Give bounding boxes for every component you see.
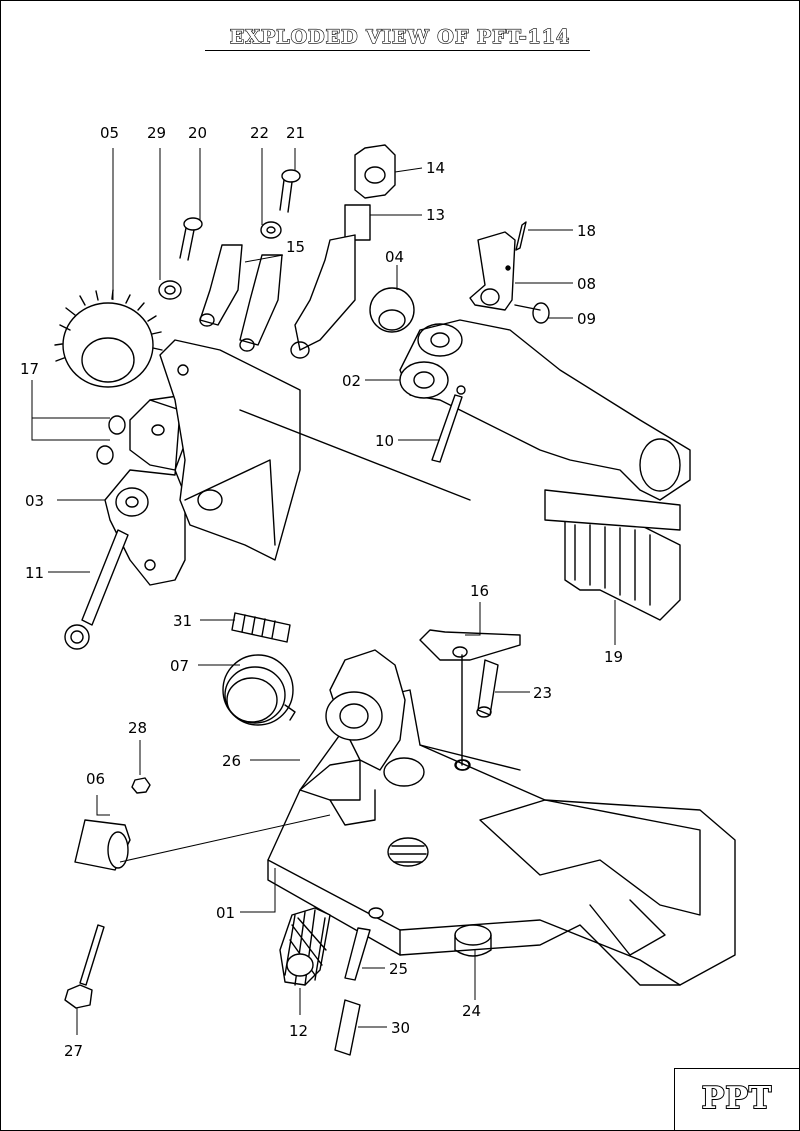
part-28-nut: [131, 777, 151, 794]
part-25-set-screw: [344, 907, 384, 981]
label-16: 16: [470, 582, 489, 600]
label-27: 27: [64, 1042, 83, 1060]
label-19: 19: [604, 648, 623, 666]
label-17: 17: [20, 360, 39, 378]
logo-box: PPT: [674, 1068, 799, 1130]
label-14: 14: [426, 159, 445, 177]
label-13: 13: [426, 206, 445, 224]
label-24: 24: [462, 1002, 481, 1020]
part-10-pin: [431, 385, 466, 463]
label-03: 03: [25, 492, 44, 510]
label-05: 05: [100, 124, 119, 142]
label-11: 11: [25, 564, 44, 582]
part-29-washer: [158, 280, 182, 300]
part-15-pins: [199, 244, 283, 352]
label-01: 01: [216, 904, 235, 922]
label-12: 12: [289, 1022, 308, 1040]
company-logo: PPT: [701, 1080, 773, 1117]
label-23: 23: [533, 684, 552, 702]
label-06: 06: [86, 770, 105, 788]
label-20: 20: [188, 124, 207, 142]
part-07-torsion-spring: [222, 654, 296, 726]
part-11-bolt: [64, 529, 129, 650]
part-09-spring: [514, 302, 550, 324]
part-13-shaft: [290, 204, 371, 359]
part-18-pin: [515, 221, 527, 251]
part-20-screw: [179, 217, 203, 261]
part-12-knurled-knob: [279, 907, 331, 986]
diagram-title: EXPLODED VIEW OF PFT-114: [229, 25, 571, 48]
label-09: 09: [577, 310, 596, 328]
label-18: 18: [577, 222, 596, 240]
label-04: 04: [385, 248, 404, 266]
label-10: 10: [375, 432, 394, 450]
label-21: 21: [286, 124, 305, 142]
part-24-plug: [454, 924, 492, 957]
part-30-spring: [334, 999, 361, 1056]
label-02: 02: [342, 372, 361, 390]
part-02-lever-arm: [399, 319, 691, 531]
label-22: 22: [250, 124, 269, 142]
leader-lines: [31, 148, 616, 1035]
label-15: 15: [286, 238, 305, 256]
label-30: 30: [391, 1019, 410, 1037]
part-22-washer: [260, 221, 282, 239]
part-23-pin: [476, 659, 499, 718]
part-drawings: [54, 144, 736, 1056]
label-25: 25: [389, 960, 408, 978]
part-14-sleeve: [354, 144, 396, 199]
part-04-small-gear: [369, 287, 415, 333]
label-31: 31: [173, 612, 192, 630]
part-21-screw: [279, 169, 301, 213]
part-06-clip: [74, 819, 131, 871]
label-29: 29: [147, 124, 166, 142]
part-05-gear: [54, 289, 163, 388]
label-07: 07: [170, 657, 189, 675]
title-underline: [205, 50, 590, 51]
part-08-block: [469, 231, 516, 311]
part-labels: 05 29 20 22 21 14 13 15 04 18 08 09 17 0…: [20, 124, 623, 1060]
part-26-pivot-arm: [325, 649, 406, 771]
label-08: 08: [577, 275, 596, 293]
part-frame-plate: [159, 339, 471, 561]
label-26: 26: [222, 752, 241, 770]
part-16-latch: [419, 629, 521, 771]
label-28: 28: [128, 719, 147, 737]
part-31-spring: [231, 612, 291, 643]
part-17-springs: [96, 415, 126, 465]
part-19-pedal-pad: [564, 519, 681, 621]
part-27-bolt: [64, 924, 105, 1009]
